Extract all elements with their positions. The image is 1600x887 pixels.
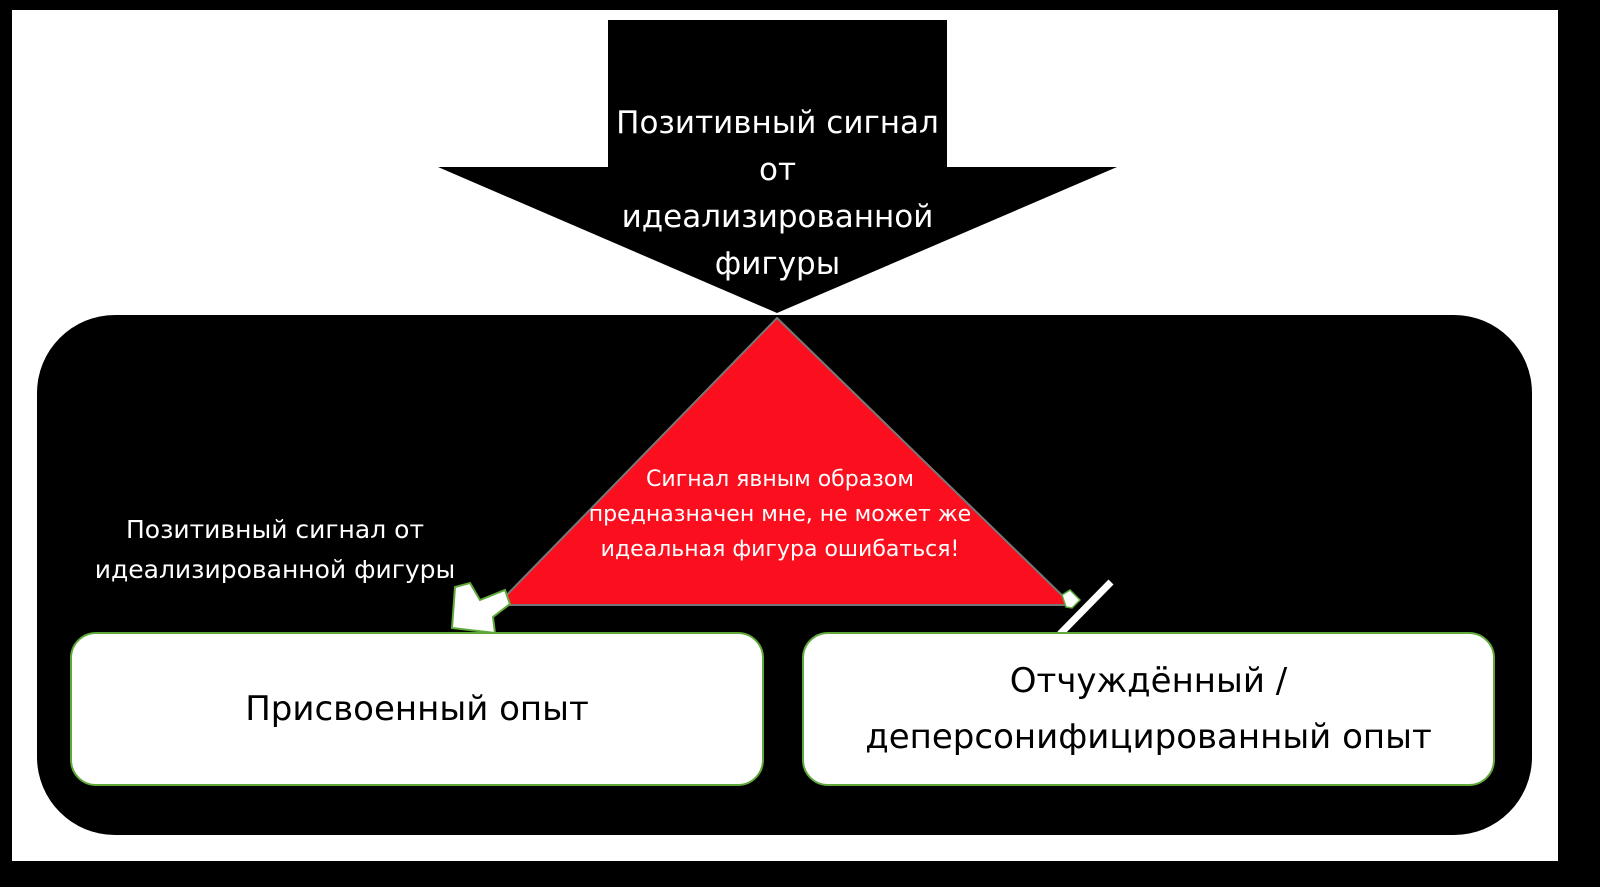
- top-arrow-label: Позитивный сигнал от идеализированной фи…: [616, 105, 939, 282]
- triangle-label: Сигнал явным образом предназначен мне, н…: [588, 467, 972, 562]
- box-left-label: Присвоенный опыт: [245, 689, 589, 729]
- right-arrow-icon: [1061, 589, 1082, 609]
- red-triangle: [494, 316, 1075, 606]
- appropriated-experience-box: Присвоенный опыт: [70, 632, 764, 786]
- alienated-experience-box: Отчуждённый / деперсонифицированный опыт: [802, 632, 1495, 786]
- blocked-slash-icon: [1057, 579, 1114, 637]
- box-right-label: Отчуждённый / деперсонифицированный опыт: [865, 661, 1432, 757]
- left-arrow-icon: [450, 581, 512, 635]
- side-label: Позитивный сигнал от идеализированной фи…: [94, 515, 456, 584]
- top-down-arrow: [438, 20, 1117, 313]
